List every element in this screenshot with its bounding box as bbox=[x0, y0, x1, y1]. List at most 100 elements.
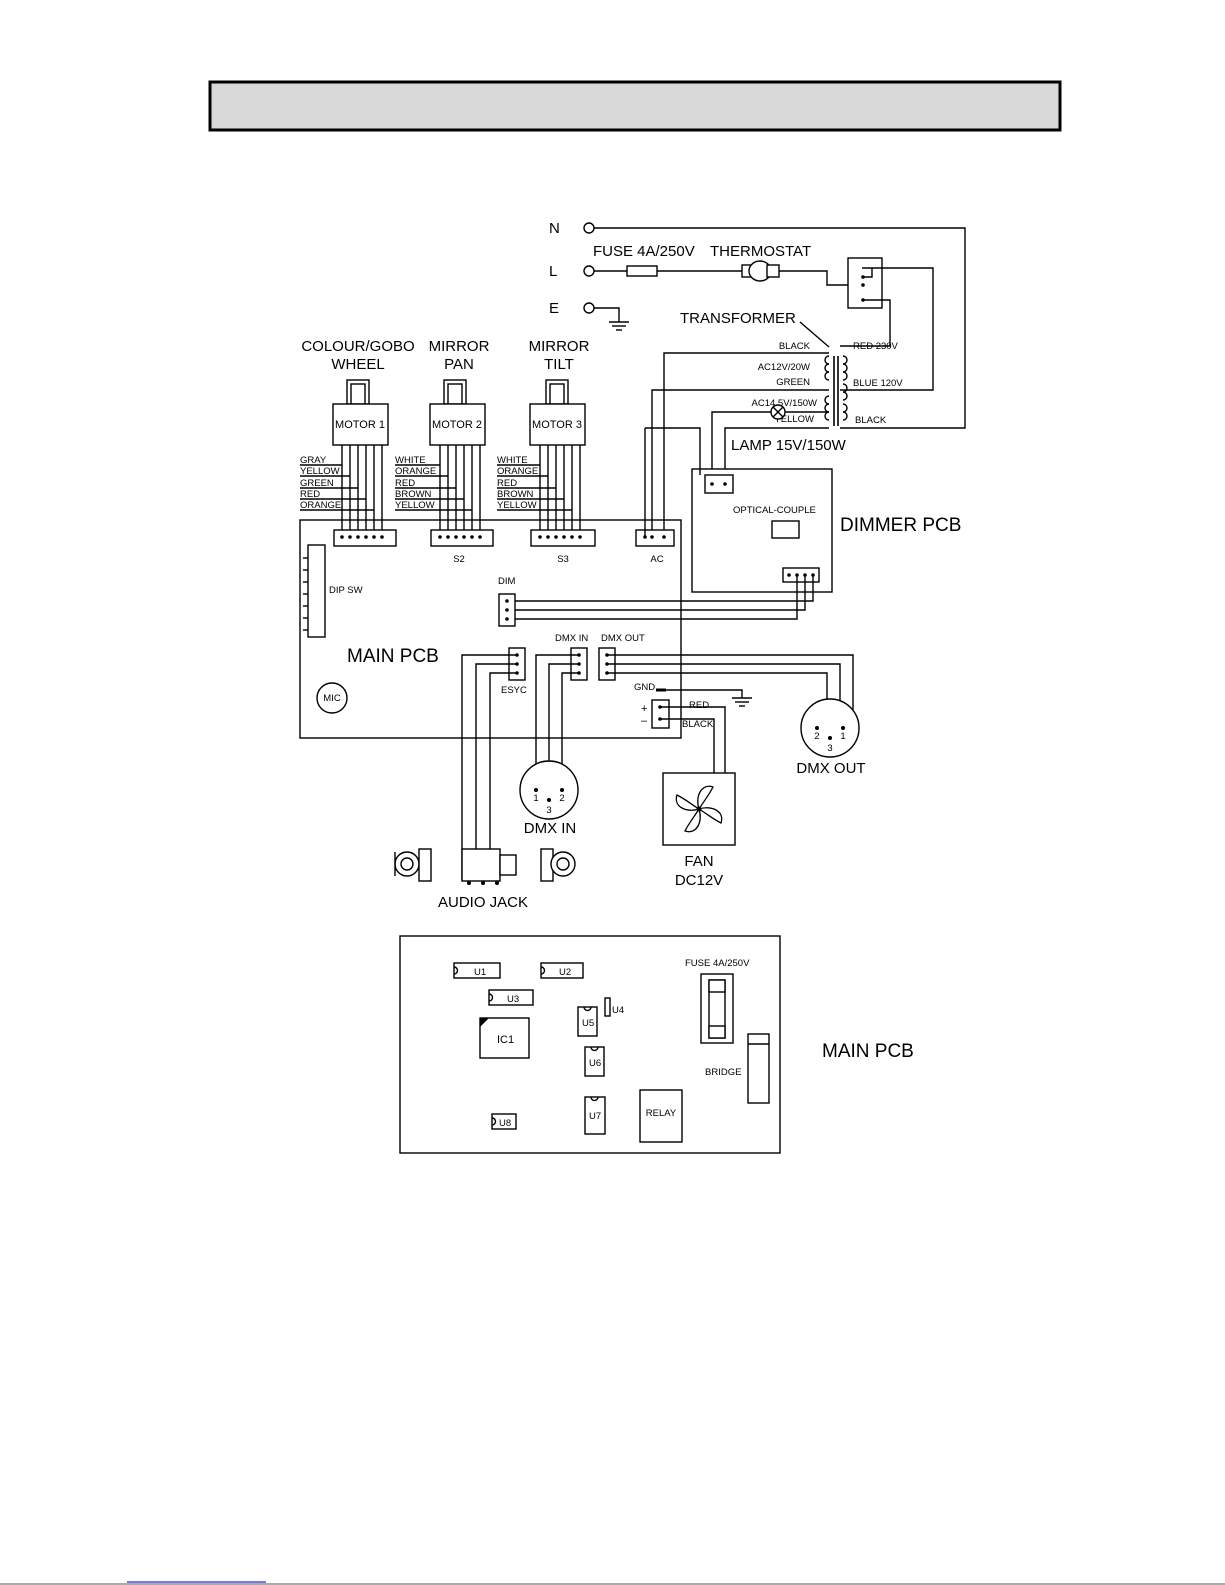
motor-1-wire-2: YELLOW bbox=[300, 466, 340, 477]
motor-2-wire-2: ORANGE bbox=[395, 466, 436, 477]
dimmer-pcb-title: DIMMER PCB bbox=[840, 515, 961, 536]
dim-connector-label: DIM bbox=[498, 576, 516, 587]
main-pcb-board-title: MAIN PCB bbox=[822, 1041, 914, 1062]
thermostat-label: THERMOSTAT bbox=[710, 243, 811, 260]
main-pcb-board: U1 U2 U3 U4 U5 U6 U7 bbox=[399, 935, 781, 1154]
fan-wire-black: BLACK bbox=[682, 719, 714, 730]
lamp: LAMP 15V/150W bbox=[731, 404, 847, 454]
board-fuse-label: FUSE 4A/250V bbox=[685, 958, 750, 969]
dip-switch bbox=[307, 544, 326, 638]
fan-wire-red: RED bbox=[689, 700, 709, 711]
ac-connector-label: AC bbox=[650, 554, 663, 565]
relay-label: RELAY bbox=[646, 1108, 677, 1119]
dmx-in-plug: 1 2 3 DMX IN bbox=[519, 760, 579, 837]
motor-3-wire-2: ORANGE bbox=[497, 466, 538, 477]
motor-2-wire-1: WHITE bbox=[395, 455, 426, 466]
mic-label: MIC bbox=[323, 693, 341, 704]
motor-2-label: MOTOR 2 bbox=[432, 419, 482, 431]
secondary-14v-label: AC14.5V/150W bbox=[752, 398, 818, 409]
dmx-out-pin-2: 2 bbox=[814, 731, 819, 742]
primary-blue-label: BLUE 120V bbox=[853, 378, 903, 389]
board-fuse: FUSE 4A/250V bbox=[685, 958, 750, 1044]
motor-1-wire-4: RED bbox=[300, 489, 320, 500]
main-pcb-title: MAIN PCB bbox=[347, 646, 439, 667]
motor-2: MIRROR PAN MOTOR 2 WHITE ORANGE RED BROW… bbox=[395, 338, 494, 565]
motor-3: MIRROR TILT MOTOR 3 WHITE ORANGE RED BRO… bbox=[497, 338, 596, 565]
neutral-label: N bbox=[549, 220, 560, 237]
motor-3-title-2: TILT bbox=[544, 356, 574, 373]
gnd-label: GND bbox=[634, 682, 655, 693]
part-u3-label: U3 bbox=[507, 994, 519, 1005]
optical-couple-label: OPTICAL-COUPLE bbox=[733, 505, 816, 516]
bridge-label: BRIDGE bbox=[705, 1067, 741, 1078]
audio-jack-label: AUDIO JACK bbox=[438, 894, 528, 911]
secondary-yellow-label: YELLOW bbox=[774, 414, 814, 425]
part-u8: U8 bbox=[491, 1113, 517, 1130]
motor-3-title-1: MIRROR bbox=[529, 338, 590, 355]
part-u6: U6 bbox=[584, 1046, 605, 1077]
mic-icon bbox=[316, 682, 348, 714]
part-u2-label: U2 bbox=[559, 967, 571, 978]
dimmer-pcb: OPTICAL-COUPLE DIMMER PCB bbox=[515, 468, 961, 620]
part-u8-label: U8 bbox=[499, 1118, 511, 1129]
motor-3-wire-1: WHITE bbox=[497, 455, 528, 466]
dmx-out-pin-3: 3 bbox=[827, 743, 832, 754]
secondary-green-label: GREEN bbox=[776, 377, 810, 388]
motor-1-title-1: COLOUR/GOBO bbox=[301, 338, 414, 355]
motor-1-wire-5: ORANGE bbox=[300, 500, 341, 511]
bridge: BRIDGE bbox=[705, 1033, 770, 1104]
part-u7: U7 bbox=[584, 1096, 606, 1135]
secondary-black-label: BLACK bbox=[779, 341, 811, 352]
motor-2-wire-3: RED bbox=[395, 478, 415, 489]
transformer-label: TRANSFORMER bbox=[680, 310, 796, 327]
minus-label: – bbox=[641, 715, 648, 727]
dmx-in-plug-label: DMX IN bbox=[524, 820, 577, 837]
part-u5-label: U5 bbox=[582, 1018, 594, 1029]
dmx-in-pin-2: 2 bbox=[559, 793, 564, 804]
part-u6-label: U6 bbox=[589, 1058, 601, 1069]
fan-voltage: DC12V bbox=[675, 872, 723, 889]
motor-2-wire-5: YELLOW bbox=[395, 500, 435, 511]
fuse-symbol bbox=[626, 265, 658, 277]
motor-2-title-2: PAN bbox=[444, 356, 474, 373]
motor-1-label: MOTOR 1 bbox=[335, 419, 385, 431]
motor-1-wire-1: GRAY bbox=[300, 455, 327, 466]
lamp-label: LAMP 15V/150W bbox=[731, 437, 847, 454]
relay: RELAY bbox=[639, 1089, 683, 1143]
motor-1: COLOUR/GOBO WHEEL MOTOR 1 GRAY YELLOW GR… bbox=[300, 338, 415, 547]
dmx-out-plug: 2 1 3 DMX OUT bbox=[796, 698, 866, 777]
fuse-label: FUSE 4A/250V bbox=[593, 243, 695, 260]
part-ic1-label: IC1 bbox=[497, 1034, 514, 1046]
part-u1-label: U1 bbox=[474, 967, 486, 978]
part-u7-label: U7 bbox=[589, 1111, 601, 1122]
motor-3-connector: S3 bbox=[557, 554, 569, 565]
part-u5: U5 bbox=[577, 1006, 598, 1037]
motor-3-wire-4: BROWN bbox=[497, 489, 534, 500]
dip-switch-label: DIP SW bbox=[329, 585, 363, 596]
secondary-12v-label: AC12V/20W bbox=[758, 362, 810, 373]
primary-black-label: BLACK bbox=[855, 415, 887, 426]
transformer: TRANSFORMER RED 230V BLUE 120V BLACK BLA… bbox=[651, 310, 903, 532]
dmx-in-pin-3: 3 bbox=[546, 805, 551, 816]
dmx-in-connector-label: DMX IN bbox=[555, 633, 588, 644]
earth-label: E bbox=[549, 300, 559, 317]
dmx-out-plug-label: DMX OUT bbox=[796, 760, 865, 777]
motor-2-title-1: MIRROR bbox=[429, 338, 490, 355]
part-u2: U2 bbox=[540, 962, 584, 979]
mains-input: N L E FUSE 4A/250V THERMOSTAT bbox=[549, 220, 966, 429]
fan-label: FAN bbox=[684, 853, 713, 870]
main-pcb-wiring: AC DIP SW DIM MAIN PCB MIC ESYC DMX IN D… bbox=[299, 427, 854, 880]
part-u1: U1 bbox=[453, 962, 501, 979]
audio-jack: AUDIO JACK bbox=[394, 848, 576, 911]
live-label: L bbox=[549, 263, 557, 280]
optical-couple-chip bbox=[771, 520, 800, 539]
part-ic1: IC1 bbox=[479, 1017, 530, 1059]
esyc-label: ESYC bbox=[501, 685, 527, 696]
motor-2-connector: S2 bbox=[453, 554, 465, 565]
motor-3-wire-5: YELLOW bbox=[497, 500, 537, 511]
motor-1-title-2: WHEEL bbox=[331, 356, 384, 373]
header-bar bbox=[208, 80, 1062, 132]
dmx-in-pin-1: 1 bbox=[533, 793, 538, 804]
dmx-out-pin-1: 1 bbox=[840, 731, 845, 742]
motor-1-wire-3: GREEN bbox=[300, 478, 334, 489]
